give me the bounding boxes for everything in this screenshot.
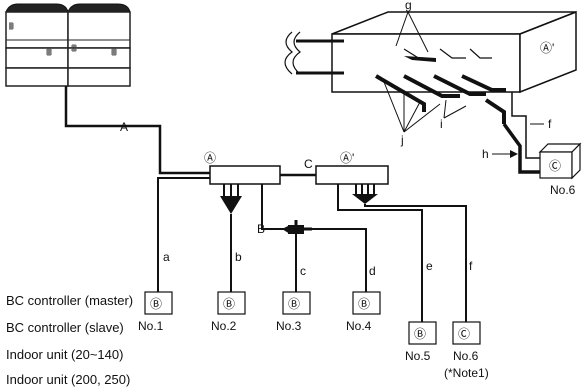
pipe-b bbox=[261, 184, 290, 230]
label-pipe-c: C bbox=[304, 157, 313, 171]
pipe-a bbox=[64, 86, 210, 175]
unit-label-no6-detail: No.6 bbox=[550, 183, 576, 197]
label-f: f bbox=[469, 259, 473, 273]
label-g: g bbox=[405, 0, 412, 12]
label-f-detail: f bbox=[548, 117, 552, 131]
pipe-d-branch bbox=[312, 228, 367, 292]
pipe-a-branch bbox=[157, 177, 210, 292]
indoor-unit-no5: Ⓑ bbox=[408, 321, 437, 345]
svg-text:Ⓒ: Ⓒ bbox=[458, 327, 470, 341]
indoor-unit-no3: Ⓑ bbox=[282, 291, 311, 315]
legend-indoor-small: Indoor unit (20~140) bbox=[6, 347, 124, 362]
svg-text:Ⓑ: Ⓑ bbox=[288, 297, 300, 311]
label-pipe-b: B bbox=[257, 222, 265, 236]
note-1: (*Note1) bbox=[444, 366, 489, 380]
svg-text:Ⓑ: Ⓑ bbox=[414, 327, 426, 341]
unit-label-no3: No.3 bbox=[276, 319, 302, 333]
bc-controller-master bbox=[209, 165, 281, 185]
indoor-unit-no1: Ⓑ bbox=[144, 291, 173, 315]
outdoor-unit-right bbox=[67, 3, 131, 87]
branch-joint bbox=[282, 220, 312, 234]
header-joint-slave bbox=[352, 184, 378, 204]
indoor-unit-no4: Ⓑ bbox=[352, 291, 381, 315]
outdoor-unit-left bbox=[5, 3, 69, 87]
label-h: h bbox=[482, 147, 489, 161]
bc-controller-slave-detail bbox=[284, 10, 577, 174]
pipe-f-branch bbox=[364, 204, 467, 322]
unit-label-no5: No.5 bbox=[405, 349, 431, 363]
legend-indoor-large: Indoor unit (200, 250) bbox=[6, 372, 131, 387]
label-d: d bbox=[369, 264, 376, 278]
unit-label-no4: No.4 bbox=[346, 319, 372, 333]
leader-i bbox=[443, 99, 467, 119]
svg-text:Ⓑ: Ⓑ bbox=[223, 297, 235, 311]
indoor-unit-no6: Ⓒ bbox=[452, 321, 481, 345]
label-c: c bbox=[300, 264, 306, 278]
header-joint-master bbox=[220, 184, 242, 214]
label-b: b bbox=[235, 250, 242, 264]
svg-text:Ⓑ: Ⓑ bbox=[358, 297, 370, 311]
leader-g bbox=[395, 11, 429, 53]
svg-text:Ⓒ: Ⓒ bbox=[549, 159, 561, 173]
label-e: e bbox=[426, 259, 433, 273]
label-pipe-a: A bbox=[120, 120, 128, 134]
leader-j bbox=[383, 81, 441, 133]
unit-label-no2: No.2 bbox=[211, 319, 237, 333]
label-a: a bbox=[163, 250, 170, 264]
label-j: j bbox=[400, 133, 404, 147]
bc-slave-detail-symbol: Ⓐ' bbox=[540, 41, 554, 55]
legend-bc-master: BC controller (master) bbox=[6, 293, 134, 308]
leader-h bbox=[492, 150, 518, 158]
bc-slave-symbol: Ⓐ' bbox=[340, 151, 354, 165]
pipe-e-branch bbox=[337, 184, 423, 322]
bc-controller-slave bbox=[315, 165, 389, 185]
bc-master-symbol: Ⓐ bbox=[204, 151, 216, 165]
svg-text:Ⓑ: Ⓑ bbox=[150, 297, 162, 311]
indoor-unit-no2: Ⓑ bbox=[217, 291, 246, 315]
unit-label-no6: No.6 bbox=[453, 349, 479, 363]
label-i: i bbox=[440, 117, 443, 131]
indoor-unit-no6-detail: Ⓒ bbox=[538, 142, 582, 180]
unit-label-no1: No.1 bbox=[138, 319, 164, 333]
legend-bc-slave: BC controller (slave) bbox=[6, 320, 124, 335]
